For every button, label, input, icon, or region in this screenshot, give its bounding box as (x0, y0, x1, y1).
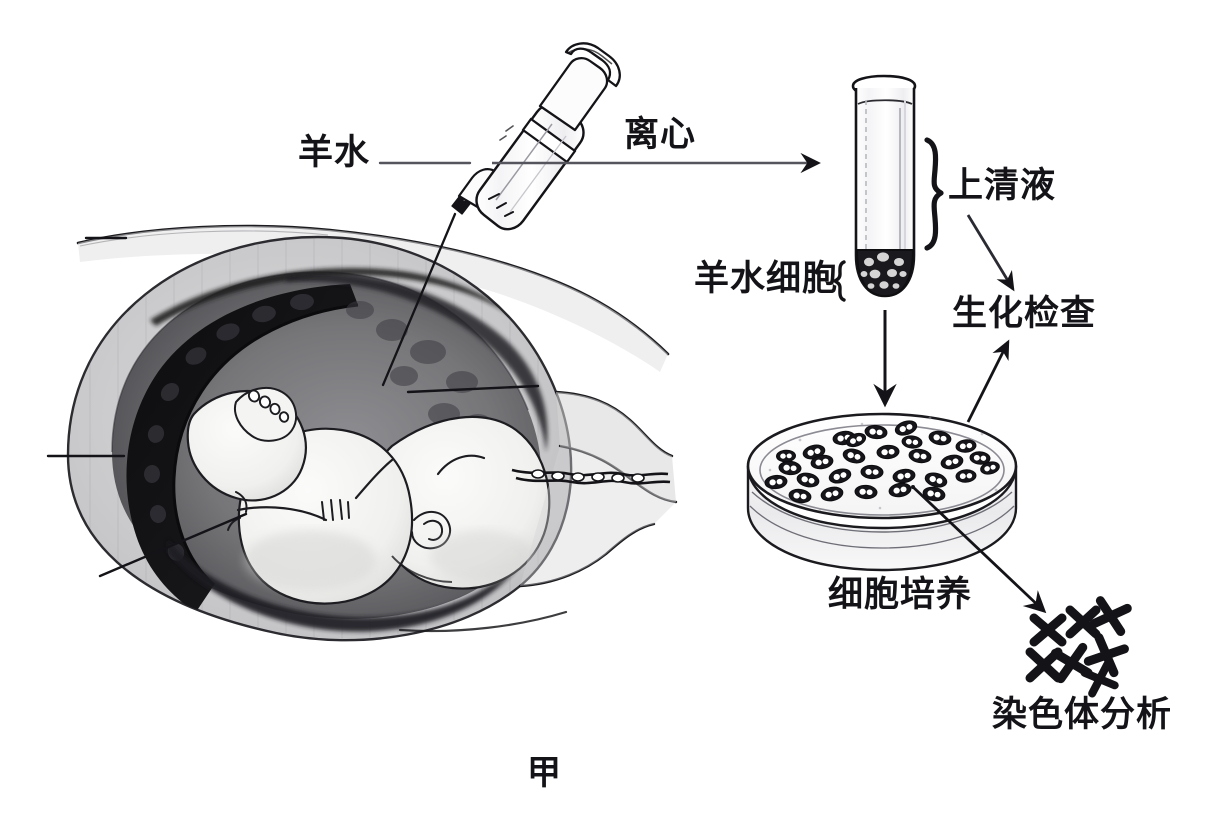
culture-leader-origin (911, 485, 915, 489)
label-cell-culture: 细胞培养 (828, 575, 973, 615)
label-biochemical-test: 生化检查 (952, 294, 1097, 334)
leader-lines (46, 236, 540, 578)
supernatant-to-test-arrow (966, 214, 1015, 292)
petri-dish-illustration (746, 412, 1018, 572)
chromosome-spread-illustration (1025, 596, 1132, 698)
supernatant-brace (924, 137, 944, 251)
cultured-cells (764, 420, 1000, 504)
flow-arrows (378, 152, 1047, 614)
label-amniotic-fluid: 羊水 (298, 133, 371, 173)
test-tube-illustration (833, 74, 944, 302)
label-chromosome-analysis: 染色体分析 (992, 695, 1173, 735)
uterus-fetus-illustration (66, 224, 678, 642)
cervical-canal-beads (531, 469, 645, 483)
cervical-canal-texture (511, 468, 671, 485)
label-centrifuge: 离心 (624, 115, 697, 155)
fetus (186, 386, 551, 605)
leader-line-bottom (98, 512, 248, 578)
label-amniotic-cells: 羊水细胞 (694, 259, 839, 299)
dish-to-test-arrow (966, 339, 1010, 423)
figure-caption: 甲 (527, 753, 561, 793)
syringe-illustration (381, 42, 621, 387)
label-supernatant: 上清液 (948, 166, 1057, 206)
leader-line-right (406, 384, 540, 394)
